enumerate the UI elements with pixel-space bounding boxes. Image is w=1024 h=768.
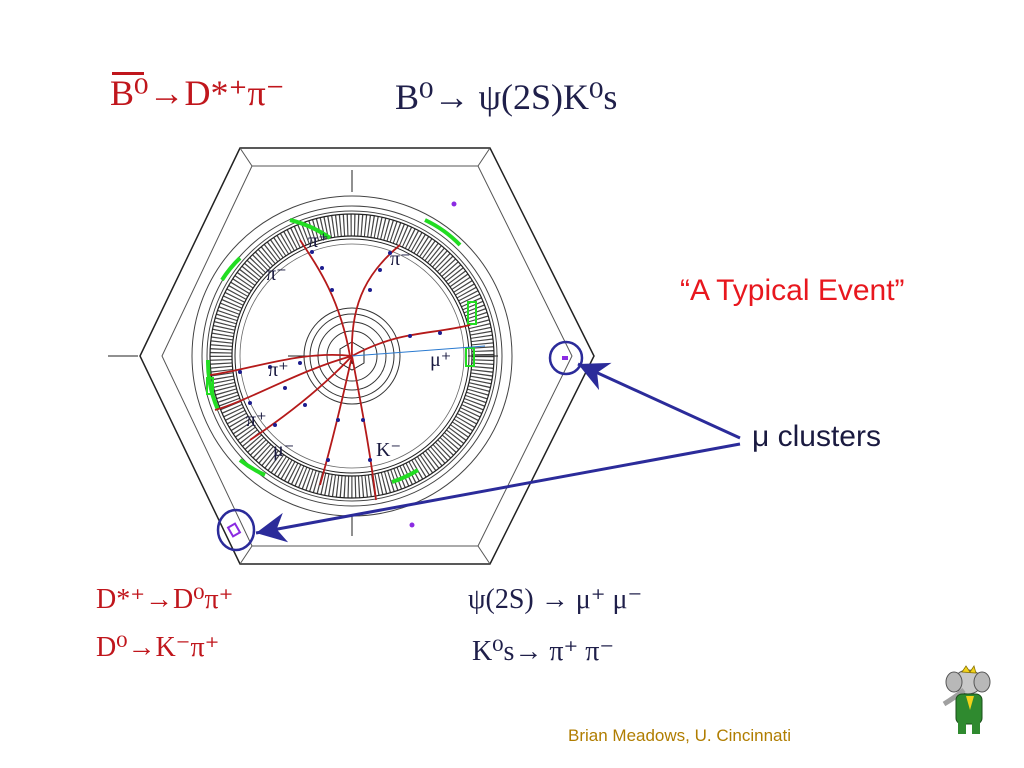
mu-cluster-hit	[562, 356, 568, 360]
label-pi-minus-right: π⁻	[390, 248, 411, 270]
label-pi-plus-low: π⁺	[246, 409, 267, 431]
label-k-minus: K⁻	[376, 439, 401, 461]
mu-hit	[409, 522, 415, 528]
label-pi-minus-left: π⁻	[266, 263, 287, 285]
mu-hit	[451, 201, 457, 207]
elephant-mascot-icon	[942, 665, 991, 734]
decay-dstar: D*⁺→D⁰π⁺	[96, 584, 234, 615]
decay-k0s: K⁰s→ π⁺ π⁻	[472, 636, 615, 667]
hex-corner-line	[477, 147, 491, 167]
title-b0-psi2s-decay: B⁰→ ψ(2S)K⁰s	[395, 77, 618, 117]
calorimeter-hits	[205, 218, 462, 484]
hex-corner-line	[239, 545, 253, 565]
hex-corner-line	[239, 147, 253, 167]
arrow-to-left-cluster	[255, 442, 741, 543]
footer-author: Brian Meadows, U. Cincinnati	[568, 726, 791, 745]
title-b0bar-decay: B⁰→D*⁺π⁻	[110, 72, 285, 113]
label-pi-plus-top: π⁺	[308, 230, 329, 252]
label-mu-plus: μ⁺	[430, 349, 451, 371]
mu-cluster-hit	[226, 522, 242, 538]
ring	[201, 205, 503, 507]
ring	[239, 243, 465, 469]
typical-event-caption: “A Typical Event”	[680, 274, 905, 307]
cal-hit-box	[467, 301, 477, 325]
label-mu-minus: μ⁻	[273, 439, 294, 461]
mu-clusters-label: μ clusters	[752, 420, 881, 453]
mu-cluster-circle-right	[548, 340, 584, 376]
decay-psi2s: ψ(2S) → μ⁺ μ⁻	[468, 584, 643, 615]
cal-hit-box	[465, 347, 475, 367]
hex-corner-line	[477, 545, 491, 565]
cal-hit-box	[206, 377, 214, 395]
label-pi-plus-mid: π⁺	[268, 359, 289, 381]
b-bar-overline	[112, 72, 144, 75]
tracker-hits	[238, 250, 442, 462]
arrow-to-right-cluster	[577, 362, 741, 440]
mu-cluster-circle-left	[216, 508, 256, 552]
decay-d0: D⁰→K⁻π⁺	[96, 632, 220, 663]
